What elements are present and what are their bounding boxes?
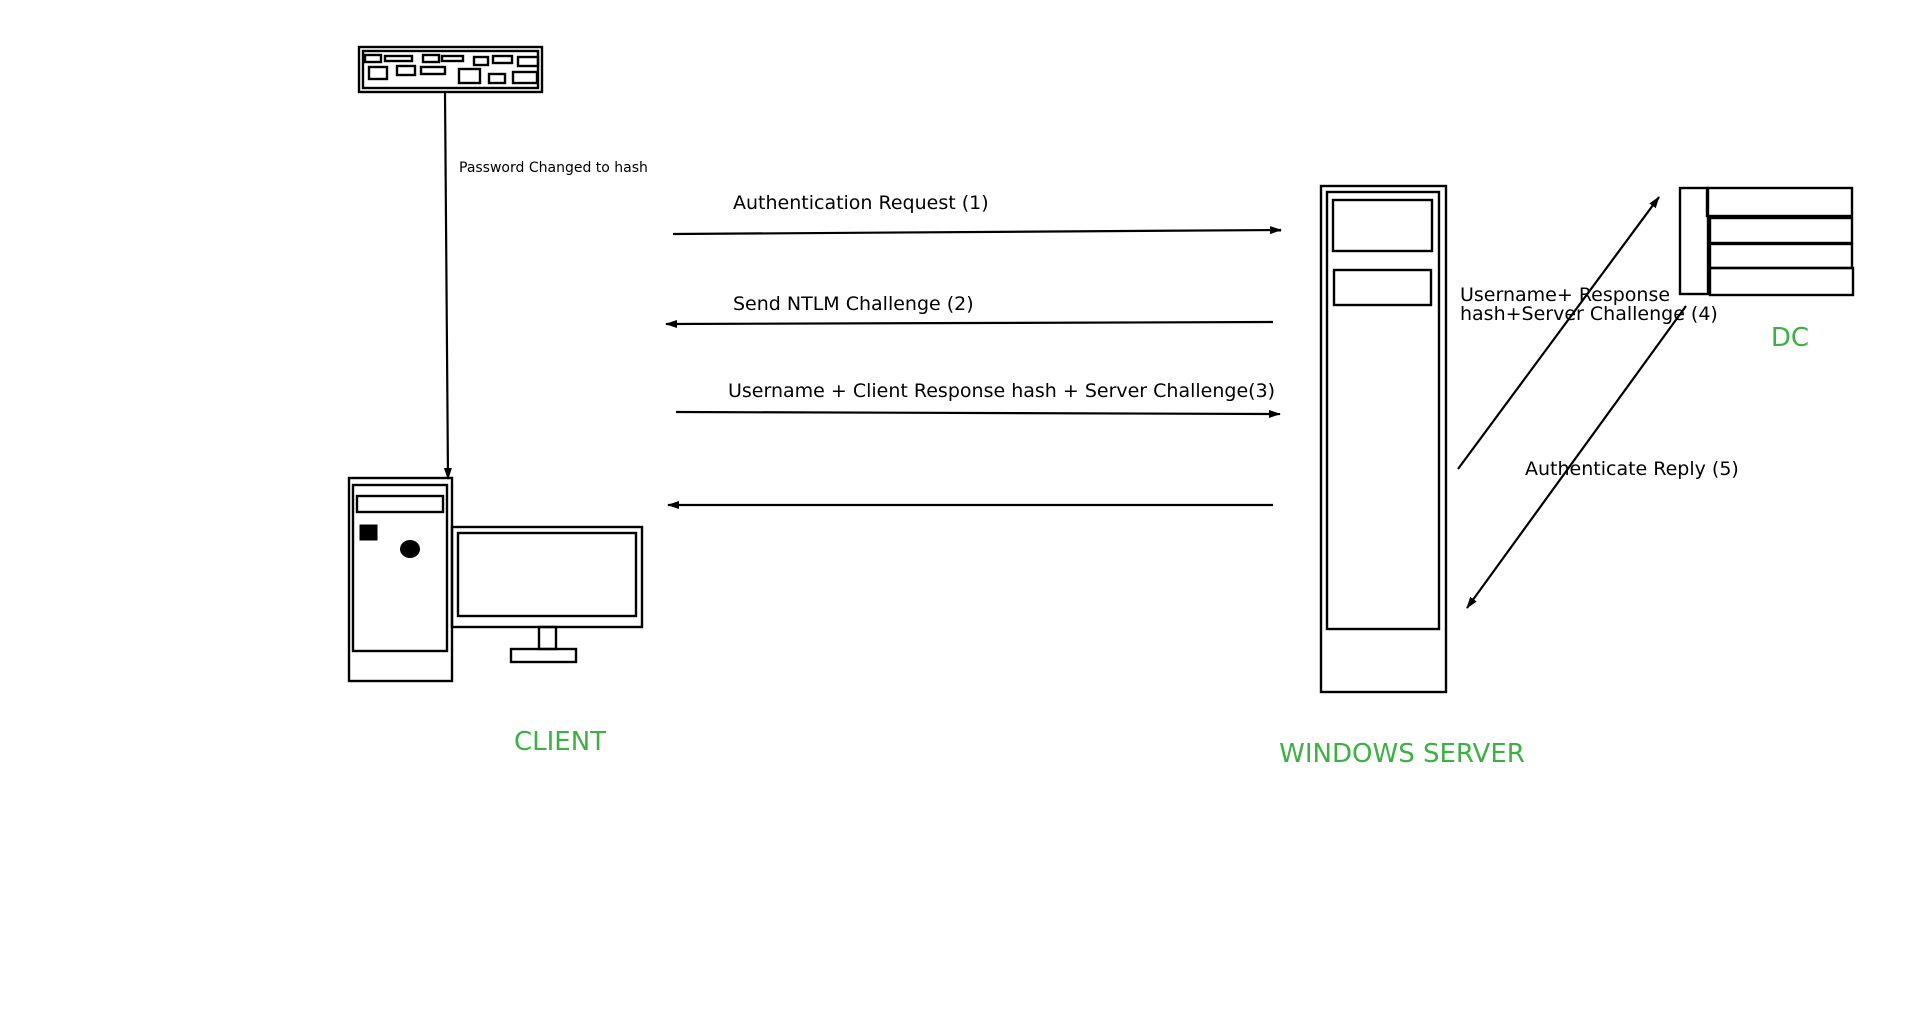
dc-forward-label: Username+ Response hash+Server Challenge… [1460, 284, 1718, 325]
password-hash-arrow [443, 91, 452, 480]
windows-server-icon [1319, 184, 1448, 694]
dc-forward-label-line-1: Username+ Response [1460, 284, 1670, 306]
authentication-request-label: Authentication Request (1) [733, 192, 989, 214]
client-response-label: Username + Client Response hash + Server… [728, 380, 1275, 402]
client-response-arrow [675, 409, 1281, 418]
domain-controller-icon [1678, 186, 1855, 297]
dc-reply-label: Authenticate Reply (5) [1525, 458, 1739, 480]
dc-forward-arrow [1457, 196, 1660, 470]
dc-reply-arrow [1466, 305, 1687, 609]
ntlm-challenge-arrow [665, 319, 1274, 328]
keyboard-icon [357, 45, 544, 94]
dc-label: DC [1771, 323, 1809, 353]
authentication-request-arrow [672, 226, 1282, 236]
client-tower-icon [347, 476, 454, 683]
password-hash-label: Password Changed to hash [459, 160, 648, 176]
dc-forward-label-line-2: hash+Server Challenge (4) [1460, 303, 1718, 325]
windows-server-label: WINDOWS SERVER [1279, 739, 1525, 769]
ntlm-challenge-label: Send NTLM Challenge (2) [733, 293, 974, 315]
client-monitor-icon [450, 525, 644, 664]
client-label: CLIENT [514, 727, 606, 757]
